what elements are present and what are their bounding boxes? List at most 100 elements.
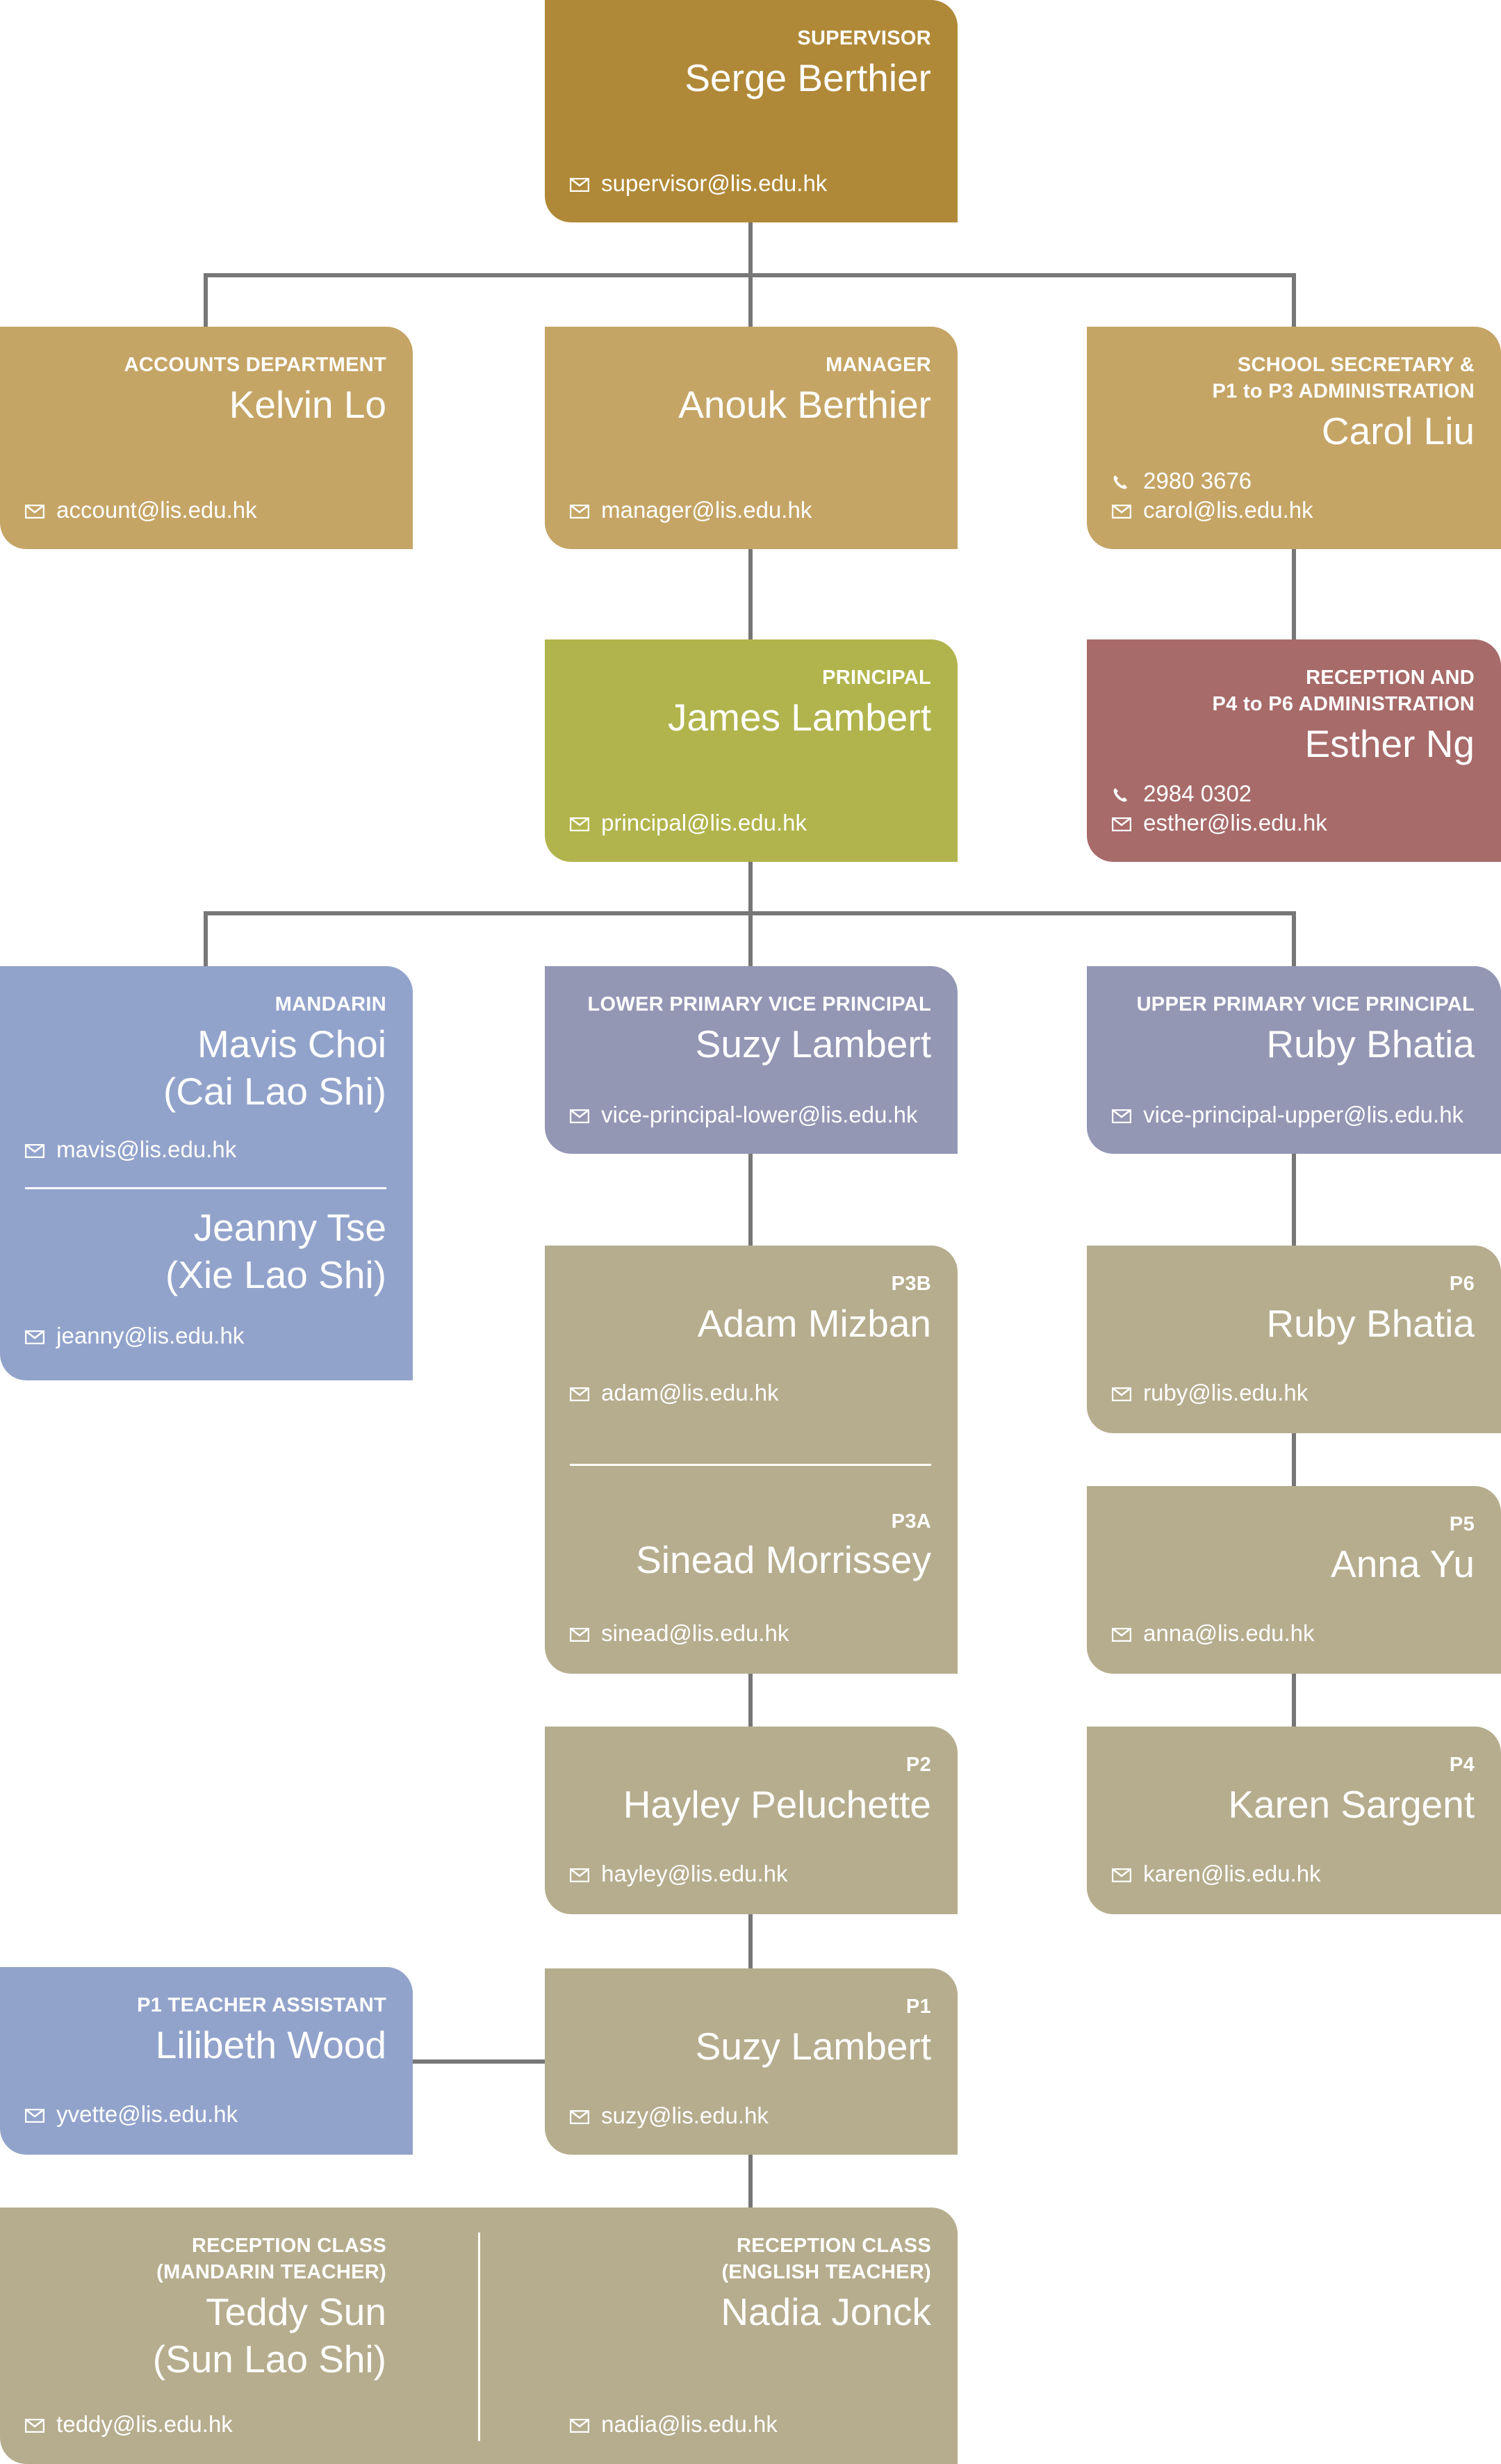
mandarin-name-2: Jeanny Tse (Xie Lao Shi) [165,1206,386,1296]
p3a-role: P3A [891,1510,931,1533]
accounts-email-row[interactable]: account@lis.edu.hk [25,495,399,525]
vp-lower-card: LOWER PRIMARY VICE PRINCIPAL Suzy Lamber… [545,966,958,1154]
reception-english-role: RECEPTION CLASS (ENGLISH TEACHER) [721,2235,931,2283]
reception-admin-phone[interactable]: 2984 0302 [1143,781,1252,806]
envelope-icon [1112,1628,1137,1642]
reception-english-name: Nadia Jonck [721,2290,931,2333]
p1-card: P1 Suzy Lambert suzy@lis.edu.hk [545,1968,958,2155]
reception-admin-phone-row[interactable]: 2984 0302 [1112,778,1487,809]
phone-icon [1112,787,1137,803]
p1-assistant-email-row[interactable]: yvette@lis.edu.hk [25,2099,399,2130]
p3-card: P3B Adam Mizban adam@lis.edu.hk P3A Sine… [545,1246,958,1674]
manager-role: MANAGER [826,354,931,376]
envelope-icon [570,178,595,193]
supervisor-card: SUPERVISOR Serge Berthier supervisor@lis… [545,0,958,222]
reception-mandarin-role: RECEPTION CLASS (MANDARIN TEACHER) [156,2235,386,2283]
p1-role: P1 [905,1996,931,2018]
mandarin-email-1[interactable]: mavis@lis.edu.hk [56,1136,237,1162]
p6-name: Ruby Bhatia [1266,1302,1475,1345]
p1-email-row[interactable]: suzy@lis.edu.hk [570,2100,944,2131]
reception-english-email[interactable]: nadia@lis.edu.hk [601,2411,778,2437]
p5-email[interactable]: anna@lis.edu.hk [1143,1620,1315,1646]
principal-email[interactable]: principal@lis.edu.hk [601,810,807,835]
secretary-email[interactable]: carol@lis.edu.hk [1143,497,1313,523]
reception-english-block: RECEPTION CLASS (ENGLISH TEACHER) Nadia … [545,2233,931,2335]
reception-english-email-row[interactable]: nadia@lis.edu.hk [570,2409,944,2440]
envelope-icon [25,1144,50,1159]
secretary-phone-row[interactable]: 2980 3676 [1112,466,1487,496]
p6-email-row[interactable]: ruby@lis.edu.hk [1112,1378,1487,1408]
reception-mandarin-email[interactable]: teddy@lis.edu.hk [56,2411,233,2437]
secretary-email-row[interactable]: carol@lis.edu.hk [1112,495,1487,525]
p3b-email-row[interactable]: adam@lis.edu.hk [570,1378,944,1408]
accounts-email[interactable]: account@lis.edu.hk [56,497,257,523]
reception-class-card: RECEPTION CLASS (MANDARIN TEACHER) Teddy… [0,2208,958,2464]
p3b-name: Adam Mizban [697,1302,931,1345]
mandarin-role: MANDARIN [274,993,386,1015]
p6-email[interactable]: ruby@lis.edu.hk [1143,1380,1309,1405]
envelope-icon [570,1387,595,1402]
vp-upper-role: UPPER PRIMARY VICE PRINCIPAL [1136,993,1475,1015]
reception-mandarin-name: Teddy Sun (Sun Lao Shi) [152,2290,386,2381]
manager-card: MANAGER Anouk Berthier manager@lis.edu.h… [545,327,958,549]
phone-icon [1112,474,1137,491]
envelope-icon [25,2109,50,2123]
reception-admin-email[interactable]: esther@lis.edu.hk [1143,810,1327,835]
p1-assistant-card: P1 TEACHER ASSISTANT Lilibeth Wood yvett… [0,1967,413,2155]
envelope-icon [570,1868,595,1883]
p4-email[interactable]: karen@lis.edu.hk [1143,1861,1321,1886]
supervisor-email-row[interactable]: supervisor@lis.edu.hk [570,168,944,199]
p2-role: P2 [905,1754,931,1776]
reception-admin-email-row[interactable]: esther@lis.edu.hk [1112,808,1487,838]
mandarin-email-row-1[interactable]: mavis@lis.edu.hk [25,1134,399,1165]
secretary-card: SCHOOL SECRETARY & P1 to P3 ADMINISTRATI… [1087,327,1501,549]
p3b-email[interactable]: adam@lis.edu.hk [601,1380,779,1405]
mandarin-email-row-2[interactable]: jeanny@lis.edu.hk [25,1321,399,1351]
p2-email-row[interactable]: hayley@lis.edu.hk [570,1859,944,1889]
secretary-role: SCHOOL SECRETARY & P1 to P3 ADMINISTRATI… [1212,354,1475,402]
p1-email[interactable]: suzy@lis.edu.hk [601,2103,769,2128]
p1-assistant-email[interactable]: yvette@lis.edu.hk [56,2101,238,2127]
p2-email[interactable]: hayley@lis.edu.hk [601,1861,788,1886]
principal-name: James Lambert [667,696,931,739]
p1-assistant-role: P1 TEACHER ASSISTANT [137,1994,386,2016]
vp-upper-email-row[interactable]: vice-principal-upper@lis.edu.hk [1112,1100,1487,1130]
envelope-icon [1112,505,1137,519]
p3-divider [570,1464,931,1466]
envelope-icon [1112,817,1137,832]
envelope-icon [25,1330,50,1345]
reception-admin-name: Esther Ng [1304,722,1475,765]
supervisor-email[interactable]: supervisor@lis.edu.hk [601,170,828,196]
p6-role: P6 [1449,1273,1475,1295]
vp-upper-email[interactable]: vice-principal-upper@lis.edu.hk [1143,1102,1464,1127]
manager-email-row[interactable]: manager@lis.edu.hk [570,495,944,525]
p1-name: Suzy Lambert [695,2025,931,2068]
envelope-icon [570,505,595,519]
reception-divider [478,2233,480,2441]
envelope-icon [25,505,50,519]
p3a-email[interactable]: sinead@lis.edu.hk [601,1620,789,1646]
vp-lower-email[interactable]: vice-principal-lower@lis.edu.hk [601,1102,918,1127]
mandarin-name-1: Mavis Choi (Cai Lao Shi) [163,1022,386,1113]
envelope-icon [1112,1109,1137,1124]
envelope-icon [570,2419,595,2433]
envelope-icon [570,2110,595,2125]
secretary-phone[interactable]: 2980 3676 [1143,468,1252,493]
p3a-email-row[interactable]: sinead@lis.edu.hk [570,1618,944,1649]
principal-email-row[interactable]: principal@lis.edu.hk [570,808,944,838]
principal-role: PRINCIPAL [822,667,931,689]
mandarin-email-2[interactable]: jeanny@lis.edu.hk [56,1323,245,1348]
p3a-name: Sinead Morrissey [636,1538,931,1581]
mandarin-card: MANDARIN Mavis Choi (Cai Lao Shi) mavis@… [0,966,413,1380]
p4-email-row[interactable]: karen@lis.edu.hk [1112,1859,1487,1889]
manager-email[interactable]: manager@lis.edu.hk [601,497,812,523]
mandarin-divider [25,1187,386,1189]
envelope-icon [25,2419,50,2433]
reception-mandarin-email-row[interactable]: teddy@lis.edu.hk [25,2409,944,2440]
vp-lower-email-row[interactable]: vice-principal-lower@lis.edu.hk [570,1100,944,1130]
manager-name: Anouk Berthier [678,383,931,426]
p5-email-row[interactable]: anna@lis.edu.hk [1112,1618,1487,1649]
accounts-card: ACCOUNTS DEPARTMENT Kelvin Lo account@li… [0,327,413,549]
secretary-name: Carol Liu [1321,409,1475,452]
